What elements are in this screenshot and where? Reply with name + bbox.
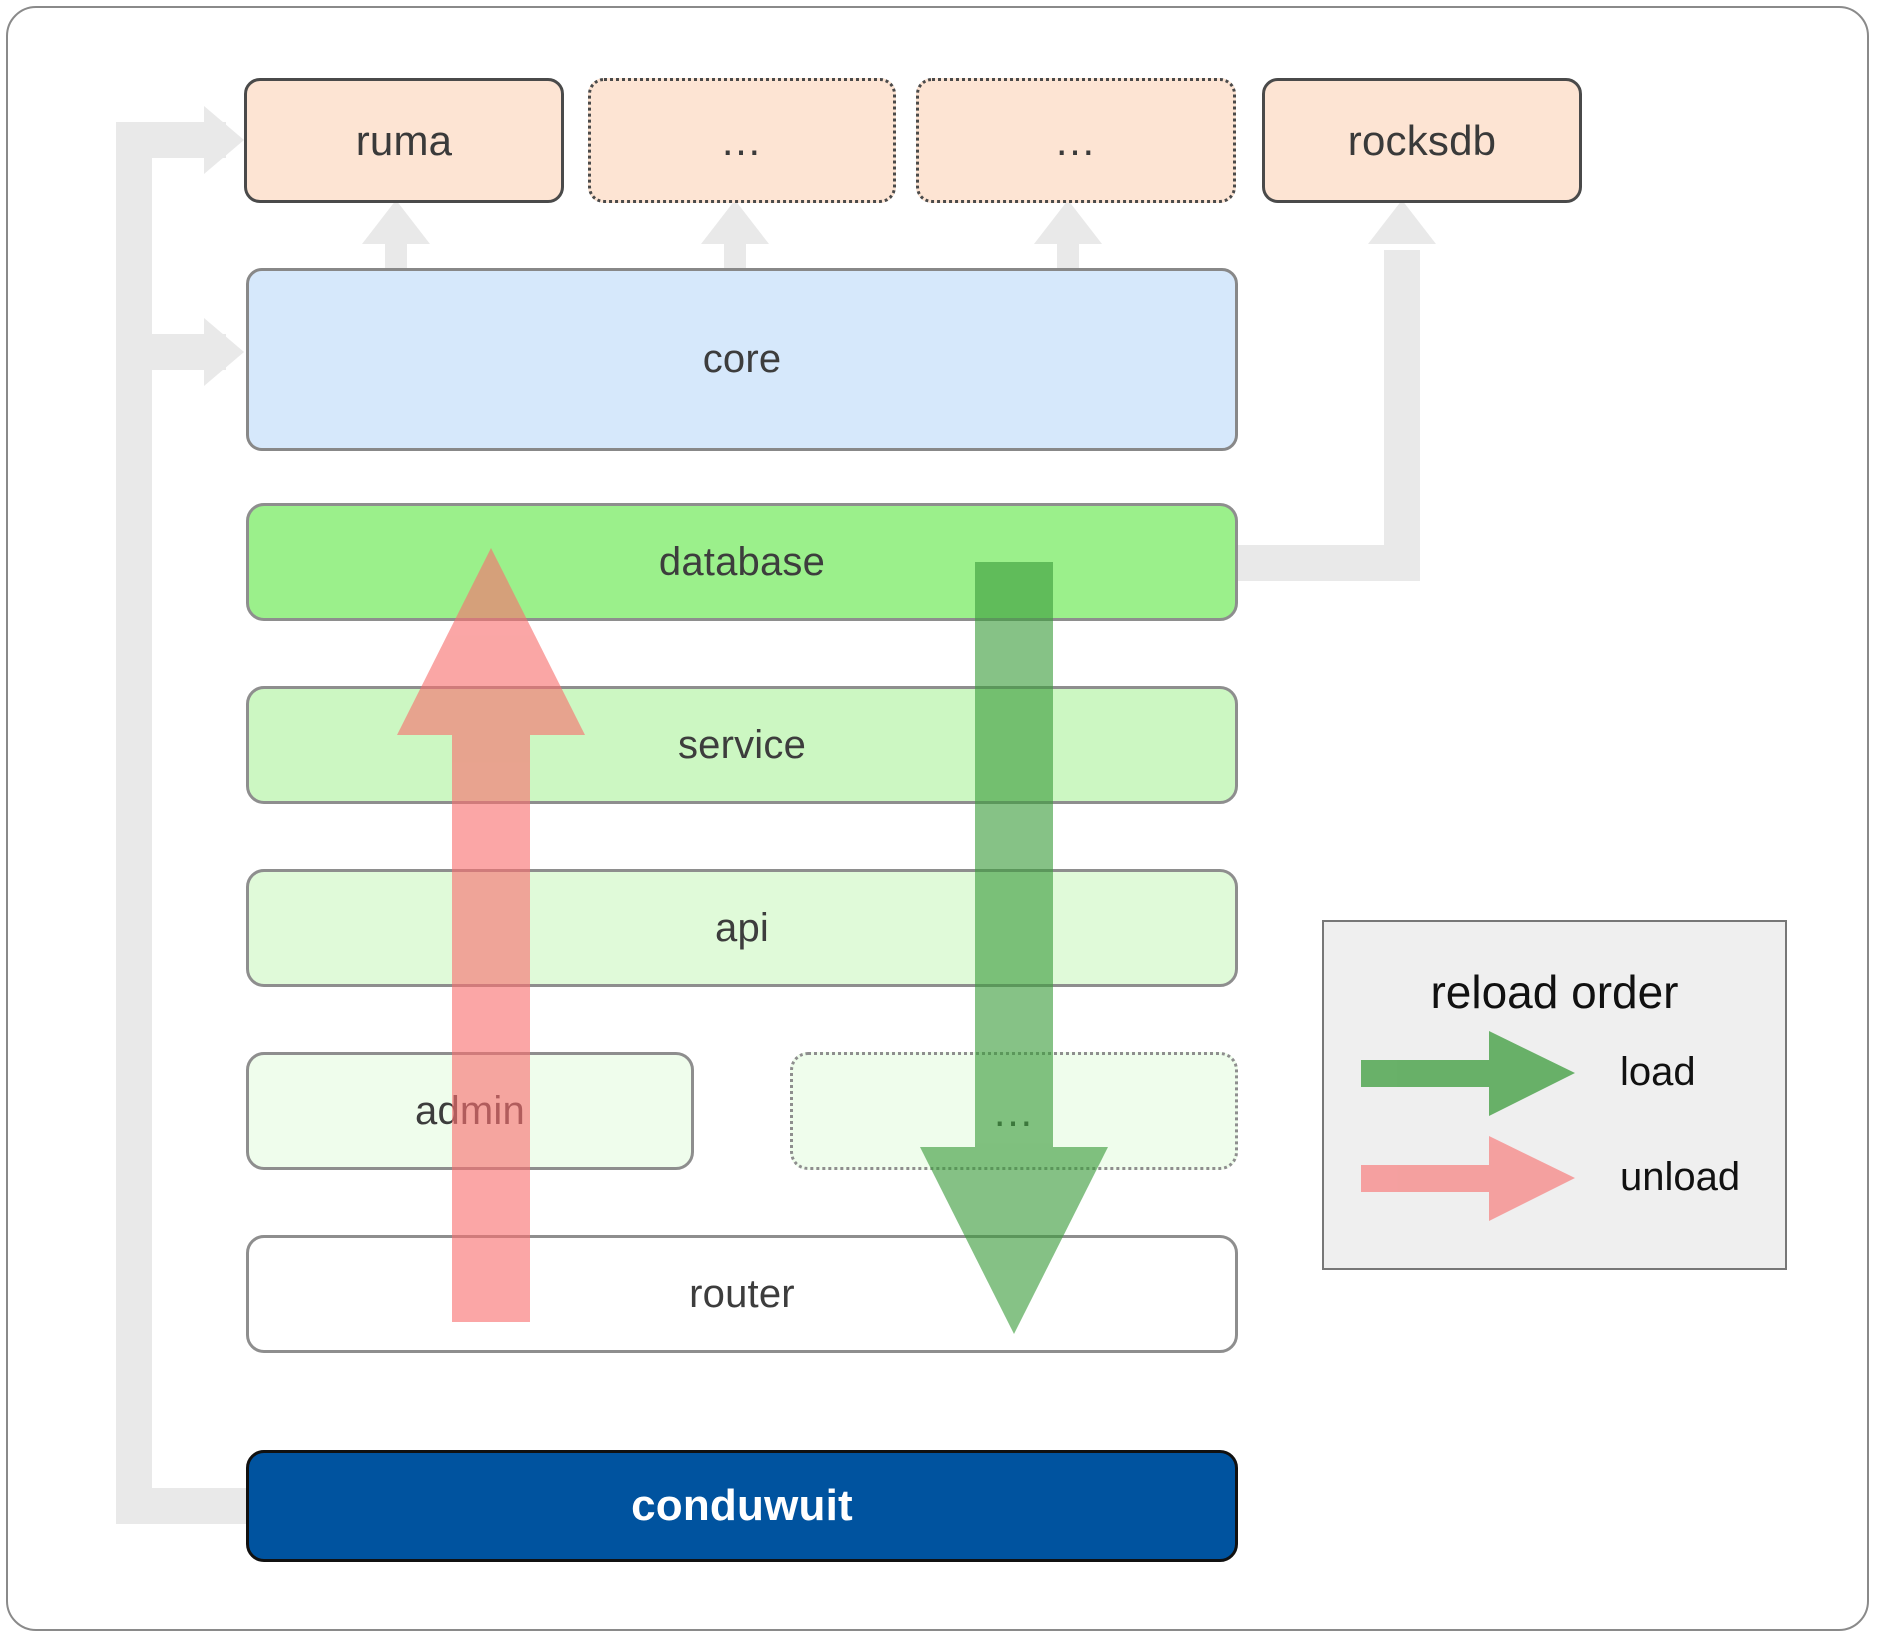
core-box[interactable]: core	[246, 268, 1238, 451]
layer-box-database[interactable]: database	[246, 503, 1238, 621]
layer-label-ellipsis: …	[992, 1087, 1036, 1135]
connector-db-to-rocksdb-vertical	[1384, 250, 1420, 560]
connector-core-to-ruma-head	[362, 200, 430, 244]
layer-label-database: database	[658, 539, 826, 584]
dependency-label-ruma: ruma	[355, 116, 453, 164]
layer-box-admin[interactable]: admin	[246, 1052, 694, 1170]
dependency-box-rocksdb[interactable]: rocksdb	[1262, 78, 1582, 203]
layer-label-api: api	[715, 905, 769, 950]
dependency-label-2: …	[720, 117, 764, 164]
app-label-conduwuit: conduwuit	[631, 1481, 853, 1530]
dependency-box-3[interactable]: …	[916, 78, 1236, 203]
connector-db-to-rocksdb-head	[1368, 200, 1436, 244]
connector-core-to-dep3-head	[1034, 200, 1102, 244]
dependency-label-rocksdb: rocksdb	[1347, 116, 1497, 164]
core-label: core	[702, 337, 782, 381]
layer-box-ellipsis[interactable]: …	[790, 1052, 1238, 1170]
layer-label-router: router	[689, 1271, 795, 1316]
connector-arrow-core	[204, 318, 244, 386]
legend-label-unload: unload	[1620, 1155, 1741, 1199]
layer-label-service: service	[677, 722, 807, 767]
layer-label-admin: admin	[415, 1088, 525, 1133]
layer-box-api[interactable]: api	[246, 869, 1238, 987]
legend-title: reload order	[1430, 966, 1679, 1018]
layer-box-router[interactable]: router	[246, 1235, 1238, 1353]
connector-arrow-ruma	[204, 106, 244, 174]
connector-app-to-trunk	[116, 1488, 246, 1524]
dependency-box-2[interactable]: …	[588, 78, 896, 203]
dependency-label-3: …	[1054, 117, 1098, 164]
dependency-box-ruma[interactable]: ruma	[244, 78, 564, 203]
legend-label-load: load	[1620, 1050, 1696, 1094]
connector-core-to-dep2-head	[701, 200, 769, 244]
layer-box-service[interactable]: service	[246, 686, 1238, 804]
diagram-frame	[6, 6, 1869, 1631]
app-box-conduwuit[interactable]: conduwuit	[246, 1450, 1238, 1562]
